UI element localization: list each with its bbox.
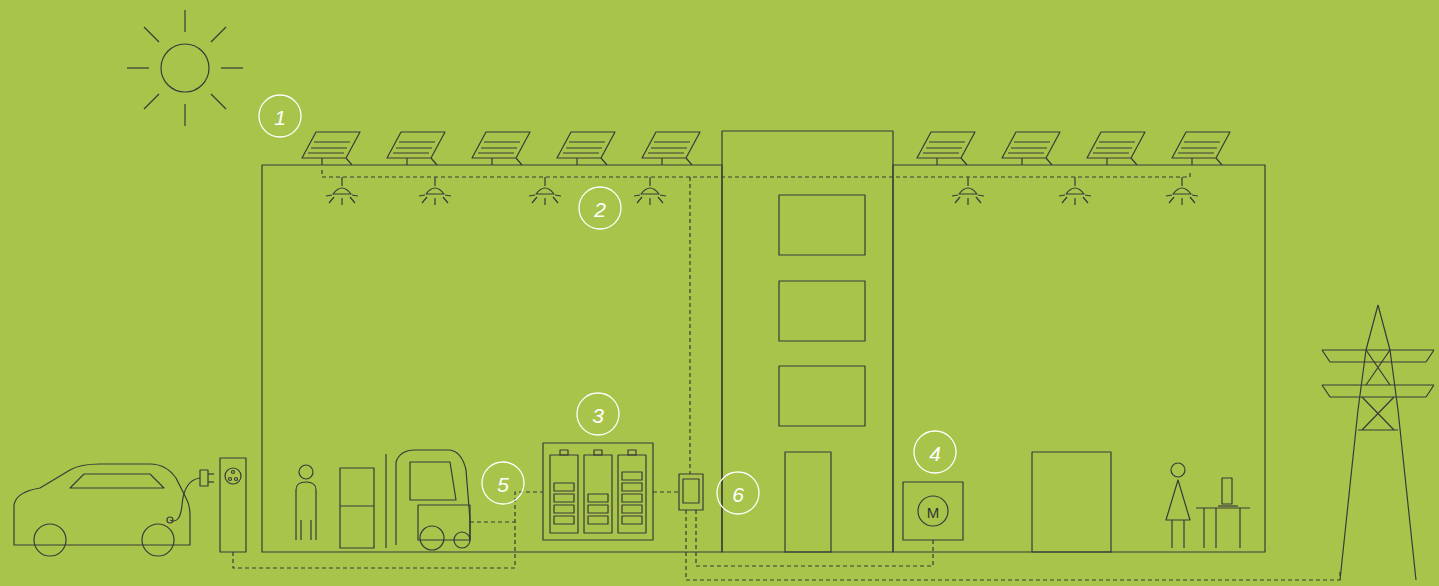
cabinet [340,454,386,548]
forklift [396,450,470,550]
lamp [952,177,984,205]
solar-panel [302,132,360,165]
solar-panel [557,132,615,165]
office-worker [1166,463,1250,548]
lamp [1059,177,1091,205]
worker [296,465,316,540]
callout-number: 2 [594,199,606,220]
solar-panel [642,132,700,165]
battery-storage [543,443,653,540]
solar-panel [472,132,530,165]
wiring [233,170,1340,580]
lamp [419,177,451,205]
electric-car [14,464,214,556]
lamp [326,177,358,205]
callout-number: 5 [497,474,509,495]
ceiling-lamps [326,177,1198,205]
callout-number: 4 [929,443,941,464]
callout-number: 6 [732,484,744,505]
power-pylon [1322,305,1434,580]
lamp [634,177,666,205]
lamp [1166,177,1198,205]
solar-panel [917,132,975,165]
motor [903,482,963,540]
solar-panel [1172,132,1230,165]
callout-number: 3 [592,405,604,426]
callout-number: 1 [274,107,286,128]
building [262,131,1265,552]
charging-post [220,458,246,552]
callout-circles [259,95,956,514]
sun [127,10,243,126]
solar-panels [302,132,1230,165]
lamp [529,177,561,205]
energy-controller [679,474,703,510]
motor-label: M [927,505,940,520]
solar-panel [1087,132,1145,165]
solar-panel [387,132,445,165]
solar-panel [1002,132,1060,165]
